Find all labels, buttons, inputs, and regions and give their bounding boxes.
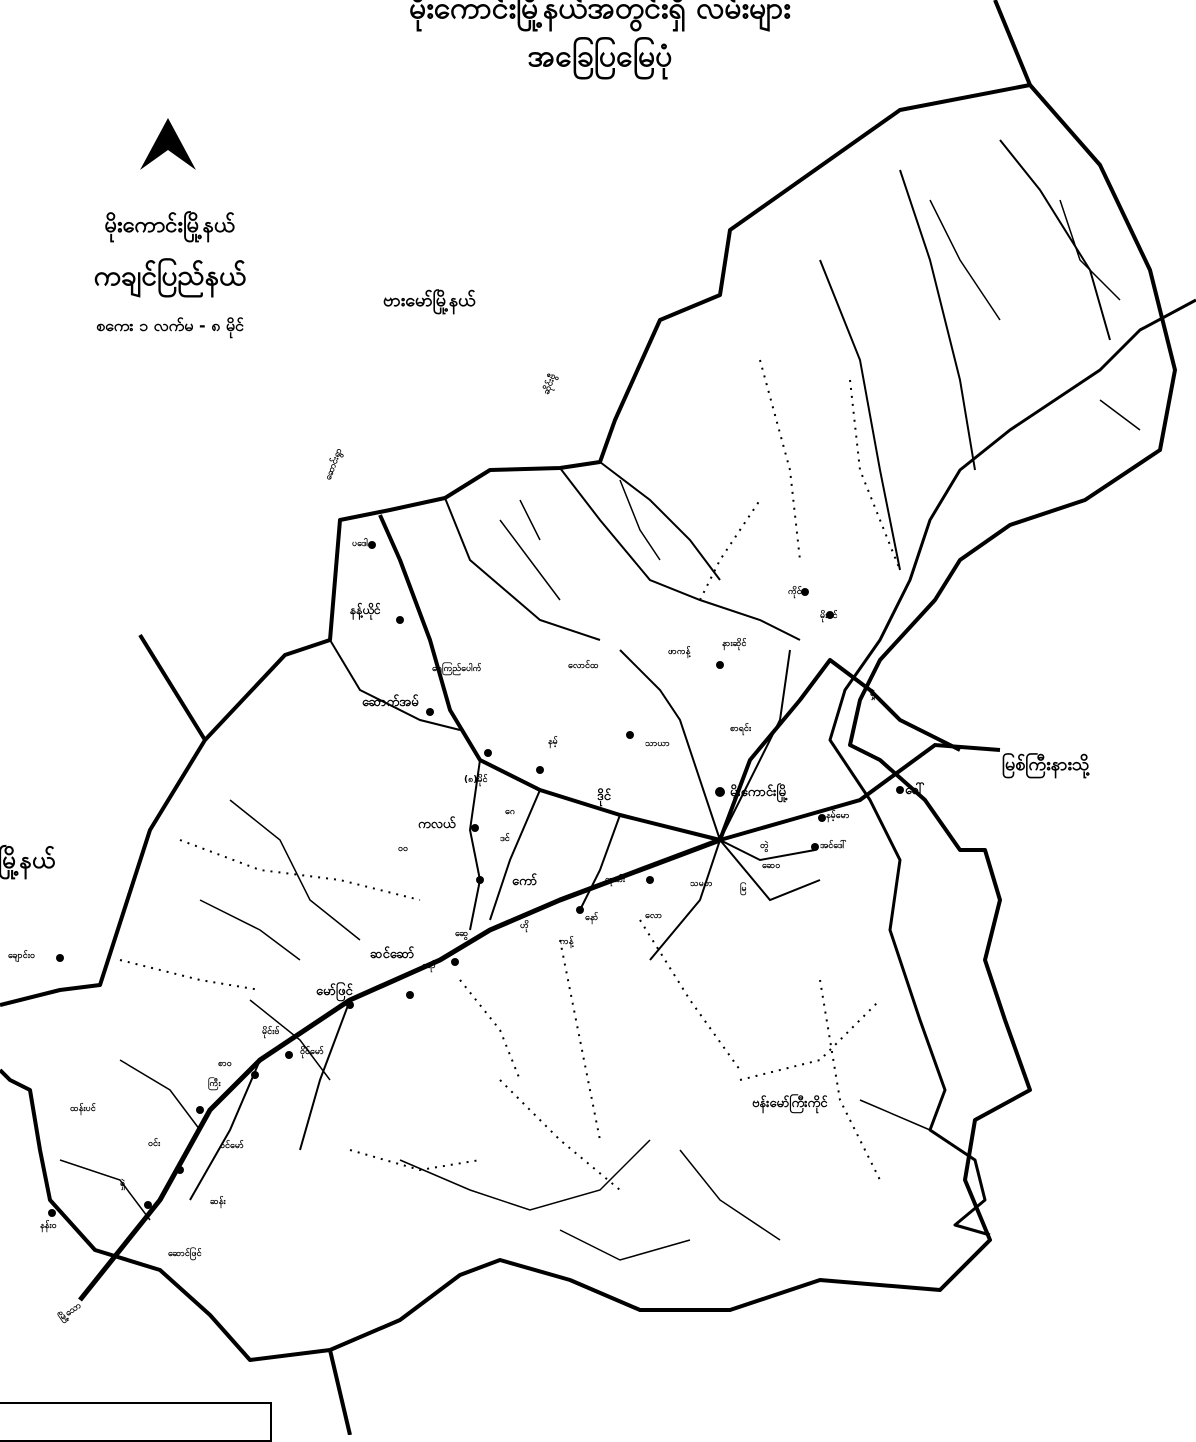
neighbor-south-east-label: ဗန်းမော်ကြီးကိုင် <box>752 1096 828 1111</box>
town-label: ဆန်း <box>210 1197 226 1207</box>
town-label: ရေကြည်ပေါက် <box>432 664 482 674</box>
map-title-line1: မိုးကောင်းမြို့နယ်အတွင်းရှိ လမ်းများ <box>409 0 791 26</box>
highway-north <box>378 514 961 842</box>
boundary-stub-nw <box>138 633 207 742</box>
neighbor-west-label: မြို့နယ် <box>0 846 56 874</box>
state-name: ကချင်ပြည်နယ် <box>93 259 247 292</box>
town-markers <box>48 541 904 1217</box>
town-label: ဆောင်ဖြင် <box>168 1249 202 1259</box>
river-east <box>828 298 1196 1237</box>
town-label: ထုဏ်း <box>605 875 626 885</box>
town-label: ဆွေ <box>455 929 469 939</box>
town-label: ရှဲ <box>120 1179 126 1189</box>
town-label: ဆောက်အမ် <box>362 695 419 710</box>
town-label: ခေါ် <box>905 783 925 798</box>
town-label: နမ့် <box>548 737 558 747</box>
road-to-myitkyina-label: မြစ်ကြီးနားသို့ <box>1002 754 1090 775</box>
boundary-stub-s <box>328 1349 352 1435</box>
town-label: ဝင်မော် <box>220 1141 244 1151</box>
map-title-line2: အခြေပြမြေပုံ <box>527 39 673 74</box>
town-label: ရှဲ့ <box>870 689 876 699</box>
road-network <box>189 461 821 1201</box>
boundary-stub-ne <box>993 0 1032 86</box>
town-label: မော်ဖြင် <box>316 984 353 999</box>
legend-box <box>0 1402 272 1442</box>
neighbor-north-label: ဗားမော်မြို့နယ် <box>383 290 476 311</box>
township-boundary <box>0 83 1177 1362</box>
town-label: ဆေဝ <box>762 861 781 871</box>
town-label: ကန့် <box>560 937 574 947</box>
town-label: ဂေ <box>505 807 516 817</box>
town-label: လော <box>645 911 663 921</box>
town-label: မိုးကောင်းမြို့ <box>730 785 788 800</box>
town-label: (၈)မိုင် <box>464 775 488 785</box>
town-label: ကိုင်း <box>788 587 805 597</box>
town-label: ကြီး <box>208 1079 221 1089</box>
town-label: တွဲ <box>760 841 769 851</box>
town-label: မိုင်းဗ် <box>262 1027 280 1037</box>
township-name: မိုးကောင်းမြို့နယ် <box>104 213 236 238</box>
town-label: နန့်ယိုင် <box>350 603 381 617</box>
town-label: ဝဝ <box>398 844 409 854</box>
town-label: နမ့်မော <box>826 811 850 821</box>
town-label: အင်ဒေါ် <box>820 841 847 851</box>
town-label: သမတ <box>690 879 713 889</box>
road-mogaung-east <box>719 742 1001 842</box>
town-label: ဟို <box>520 921 529 931</box>
town-label: ချောင်းဝ <box>8 951 36 961</box>
town-label: မိုးဝင် <box>820 611 838 621</box>
town-label: ပဒေါ <box>352 539 368 549</box>
town-label: မြ <box>740 884 747 894</box>
town-label: ဒိုင် <box>597 789 611 804</box>
town-label: ဆင်ဆော် <box>370 947 415 962</box>
town-label: သာယာ <box>645 739 670 749</box>
town-label: ထန်းပင် <box>70 1104 96 1114</box>
streams <box>59 199 1141 1261</box>
town-label: ဝိုင်မော် <box>300 1047 324 1057</box>
river-north <box>819 139 1111 571</box>
town-label: ရော် <box>422 961 436 971</box>
town-label: နော် <box>585 913 599 923</box>
town-label: ဒင် <box>500 834 510 844</box>
town-label: နားဆိုင် <box>722 639 747 649</box>
map-scale: စကေး ၁ လက်မ - ၈ မိုင် <box>96 316 244 335</box>
town-label: ကလယ် <box>418 817 456 832</box>
north-arrow-icon <box>140 118 196 170</box>
town-label: လောင်ထ <box>568 661 599 671</box>
town-label: စာဝ <box>218 1059 232 1069</box>
town-label: ဖာကန့် <box>668 647 691 657</box>
town-label: စာရင်း <box>730 724 752 734</box>
dotted-tracks <box>119 359 901 1191</box>
town-label: ဝင်း <box>148 1139 161 1149</box>
town-label: ကော် <box>512 874 538 889</box>
town-label: နန်းဝ <box>40 1221 57 1231</box>
main-highway <box>78 837 721 1302</box>
